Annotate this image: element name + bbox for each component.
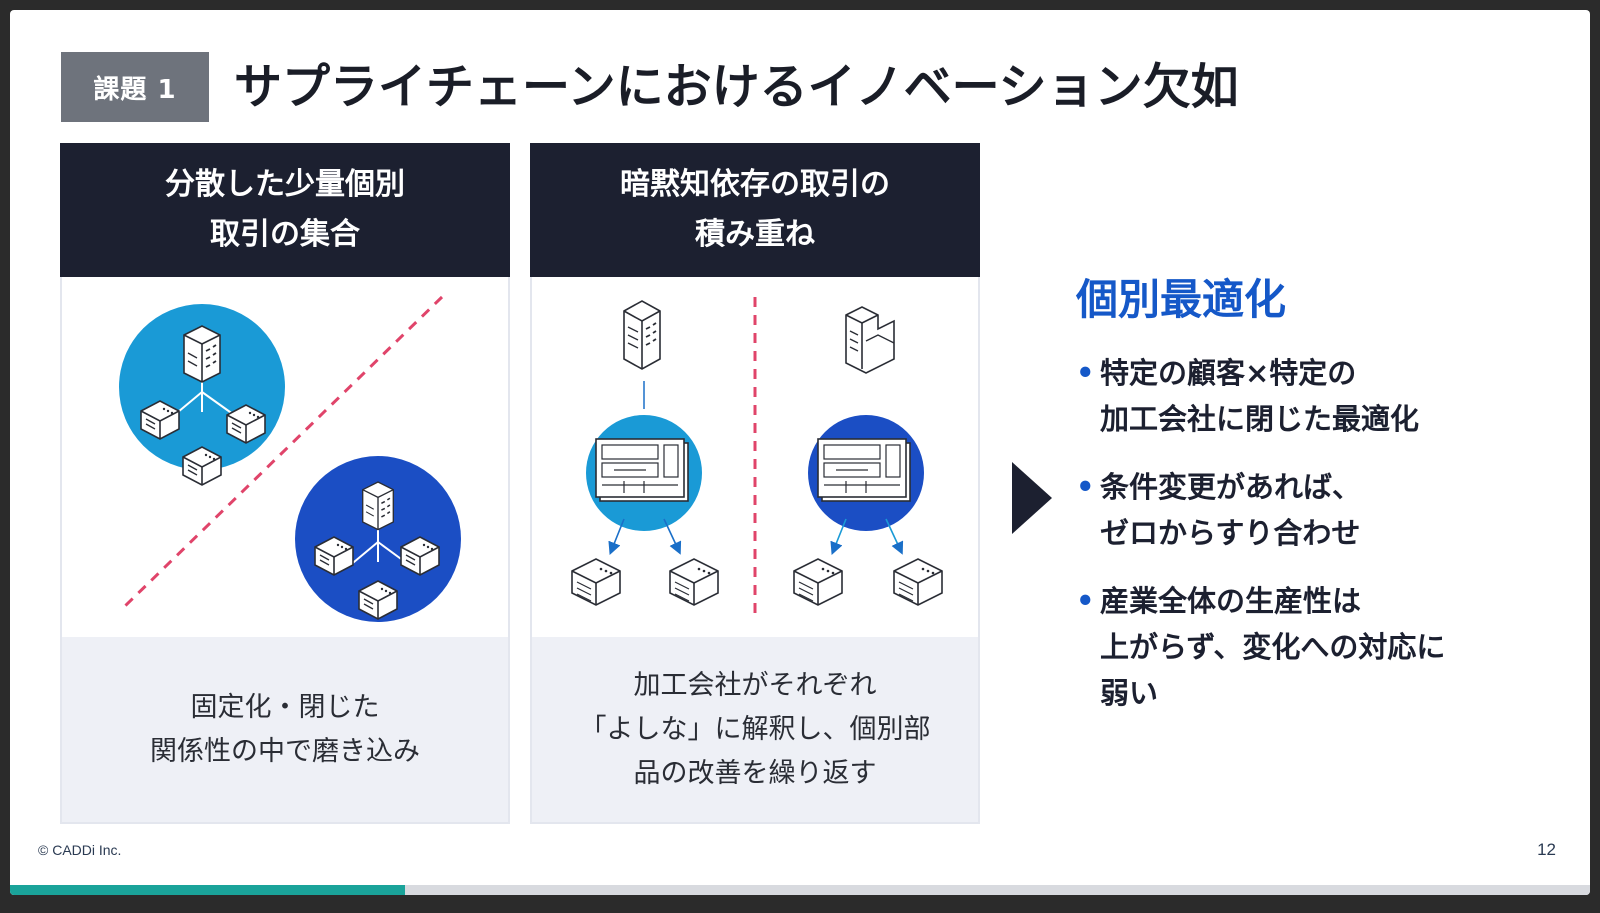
factory-icon bbox=[669, 558, 719, 606]
caption-line: 固定化・閉じた bbox=[190, 691, 380, 723]
caption-line: 「よしな」に解釈し、個別部 bbox=[579, 713, 931, 745]
network-circle-icon bbox=[295, 456, 461, 622]
arrow-right-icon bbox=[1012, 462, 1052, 534]
slide-title: サプライチェーンにおけるイノベーション欠如 bbox=[234, 59, 1239, 115]
drawing-document-icon bbox=[808, 415, 924, 531]
caption-line: 関係性の中で磨き込み bbox=[150, 735, 420, 767]
panel-heading-line: 取引の集合 bbox=[210, 217, 360, 252]
bullet-line: 上がらず、変化への対応に bbox=[1100, 630, 1446, 664]
building-icon bbox=[623, 300, 661, 370]
bullet-line: 加工会社に閉じた最適化 bbox=[1100, 402, 1420, 436]
panel-heading: 暗黙知依存の取引の 積み重ね bbox=[530, 143, 980, 277]
panel-tacit-knowledge: 暗黙知依存の取引の 積み重ね bbox=[530, 143, 980, 824]
network-circle-icon bbox=[119, 304, 285, 486]
bullet-item: • 条件変更があれば、 ゼロからすり合わせ bbox=[1076, 464, 1546, 556]
panel-illustration bbox=[62, 277, 508, 637]
bullet-item: • 産業全体の生産性は 上がらず、変化への対応に 弱い bbox=[1076, 578, 1546, 716]
copyright: © CADDi Inc. bbox=[38, 842, 122, 858]
factory-building-icon bbox=[845, 306, 895, 374]
factory-icon bbox=[793, 558, 843, 606]
progress-bar bbox=[10, 885, 1590, 895]
page-number: 12 bbox=[1537, 840, 1556, 859]
bullet-dot-icon: • bbox=[1076, 356, 1095, 390]
bullet-line: 弱い bbox=[1100, 676, 1159, 710]
panel-distributed-transactions: 分散した少量個別 取引の集合 bbox=[60, 143, 510, 824]
bullet-dot-icon: • bbox=[1076, 584, 1095, 618]
factory-icon bbox=[893, 558, 943, 606]
caption-line: 加工会社がそれぞれ bbox=[633, 669, 877, 701]
divider-dashed-line bbox=[122, 295, 444, 609]
drawing-document-icon bbox=[586, 415, 702, 531]
conclusion-heading: 個別最適化 bbox=[1076, 275, 1287, 324]
panel-heading-line: 積み重ね bbox=[695, 217, 815, 252]
caption-line: 品の改善を繰り返す bbox=[633, 757, 877, 789]
panel-heading-line: 分散した少量個別 bbox=[165, 167, 405, 202]
slide: 課題 1 サプライチェーンにおけるイノベーション欠如 分散した少量個別 取引の集… bbox=[10, 10, 1590, 895]
bullet-line: ゼロからすり合わせ bbox=[1100, 516, 1361, 550]
bullet-dot-icon: • bbox=[1076, 470, 1095, 504]
panel-caption: 固定化・閉じた 関係性の中で磨き込み bbox=[62, 637, 508, 822]
bullet-line: 条件変更があれば、 bbox=[1100, 470, 1362, 504]
network-illustration bbox=[119, 295, 461, 622]
panel-heading: 分散した少量個別 取引の集合 bbox=[60, 143, 510, 277]
panel-heading-line: 暗黙知依存の取引の bbox=[620, 167, 890, 202]
progress-fill bbox=[10, 885, 405, 895]
drawing-flow-illustration bbox=[571, 297, 943, 617]
topic-badge: 課題 1 bbox=[61, 52, 209, 122]
panel-illustration bbox=[532, 277, 978, 637]
bullet-line: 特定の顧客×特定の bbox=[1100, 356, 1357, 390]
bullet-item: • 特定の顧客×特定の 加工会社に閉じた最適化 bbox=[1076, 350, 1546, 442]
factory-icon bbox=[571, 558, 621, 606]
bullet-line: 産業全体の生産性は bbox=[1100, 584, 1362, 618]
panel-caption: 加工会社がそれぞれ 「よしな」に解釈し、個別部 品の改善を繰り返す bbox=[532, 637, 978, 822]
conclusion-bullets: • 特定の顧客×特定の 加工会社に閉じた最適化 • 条件変更があれば、 ゼロから… bbox=[1076, 350, 1546, 738]
